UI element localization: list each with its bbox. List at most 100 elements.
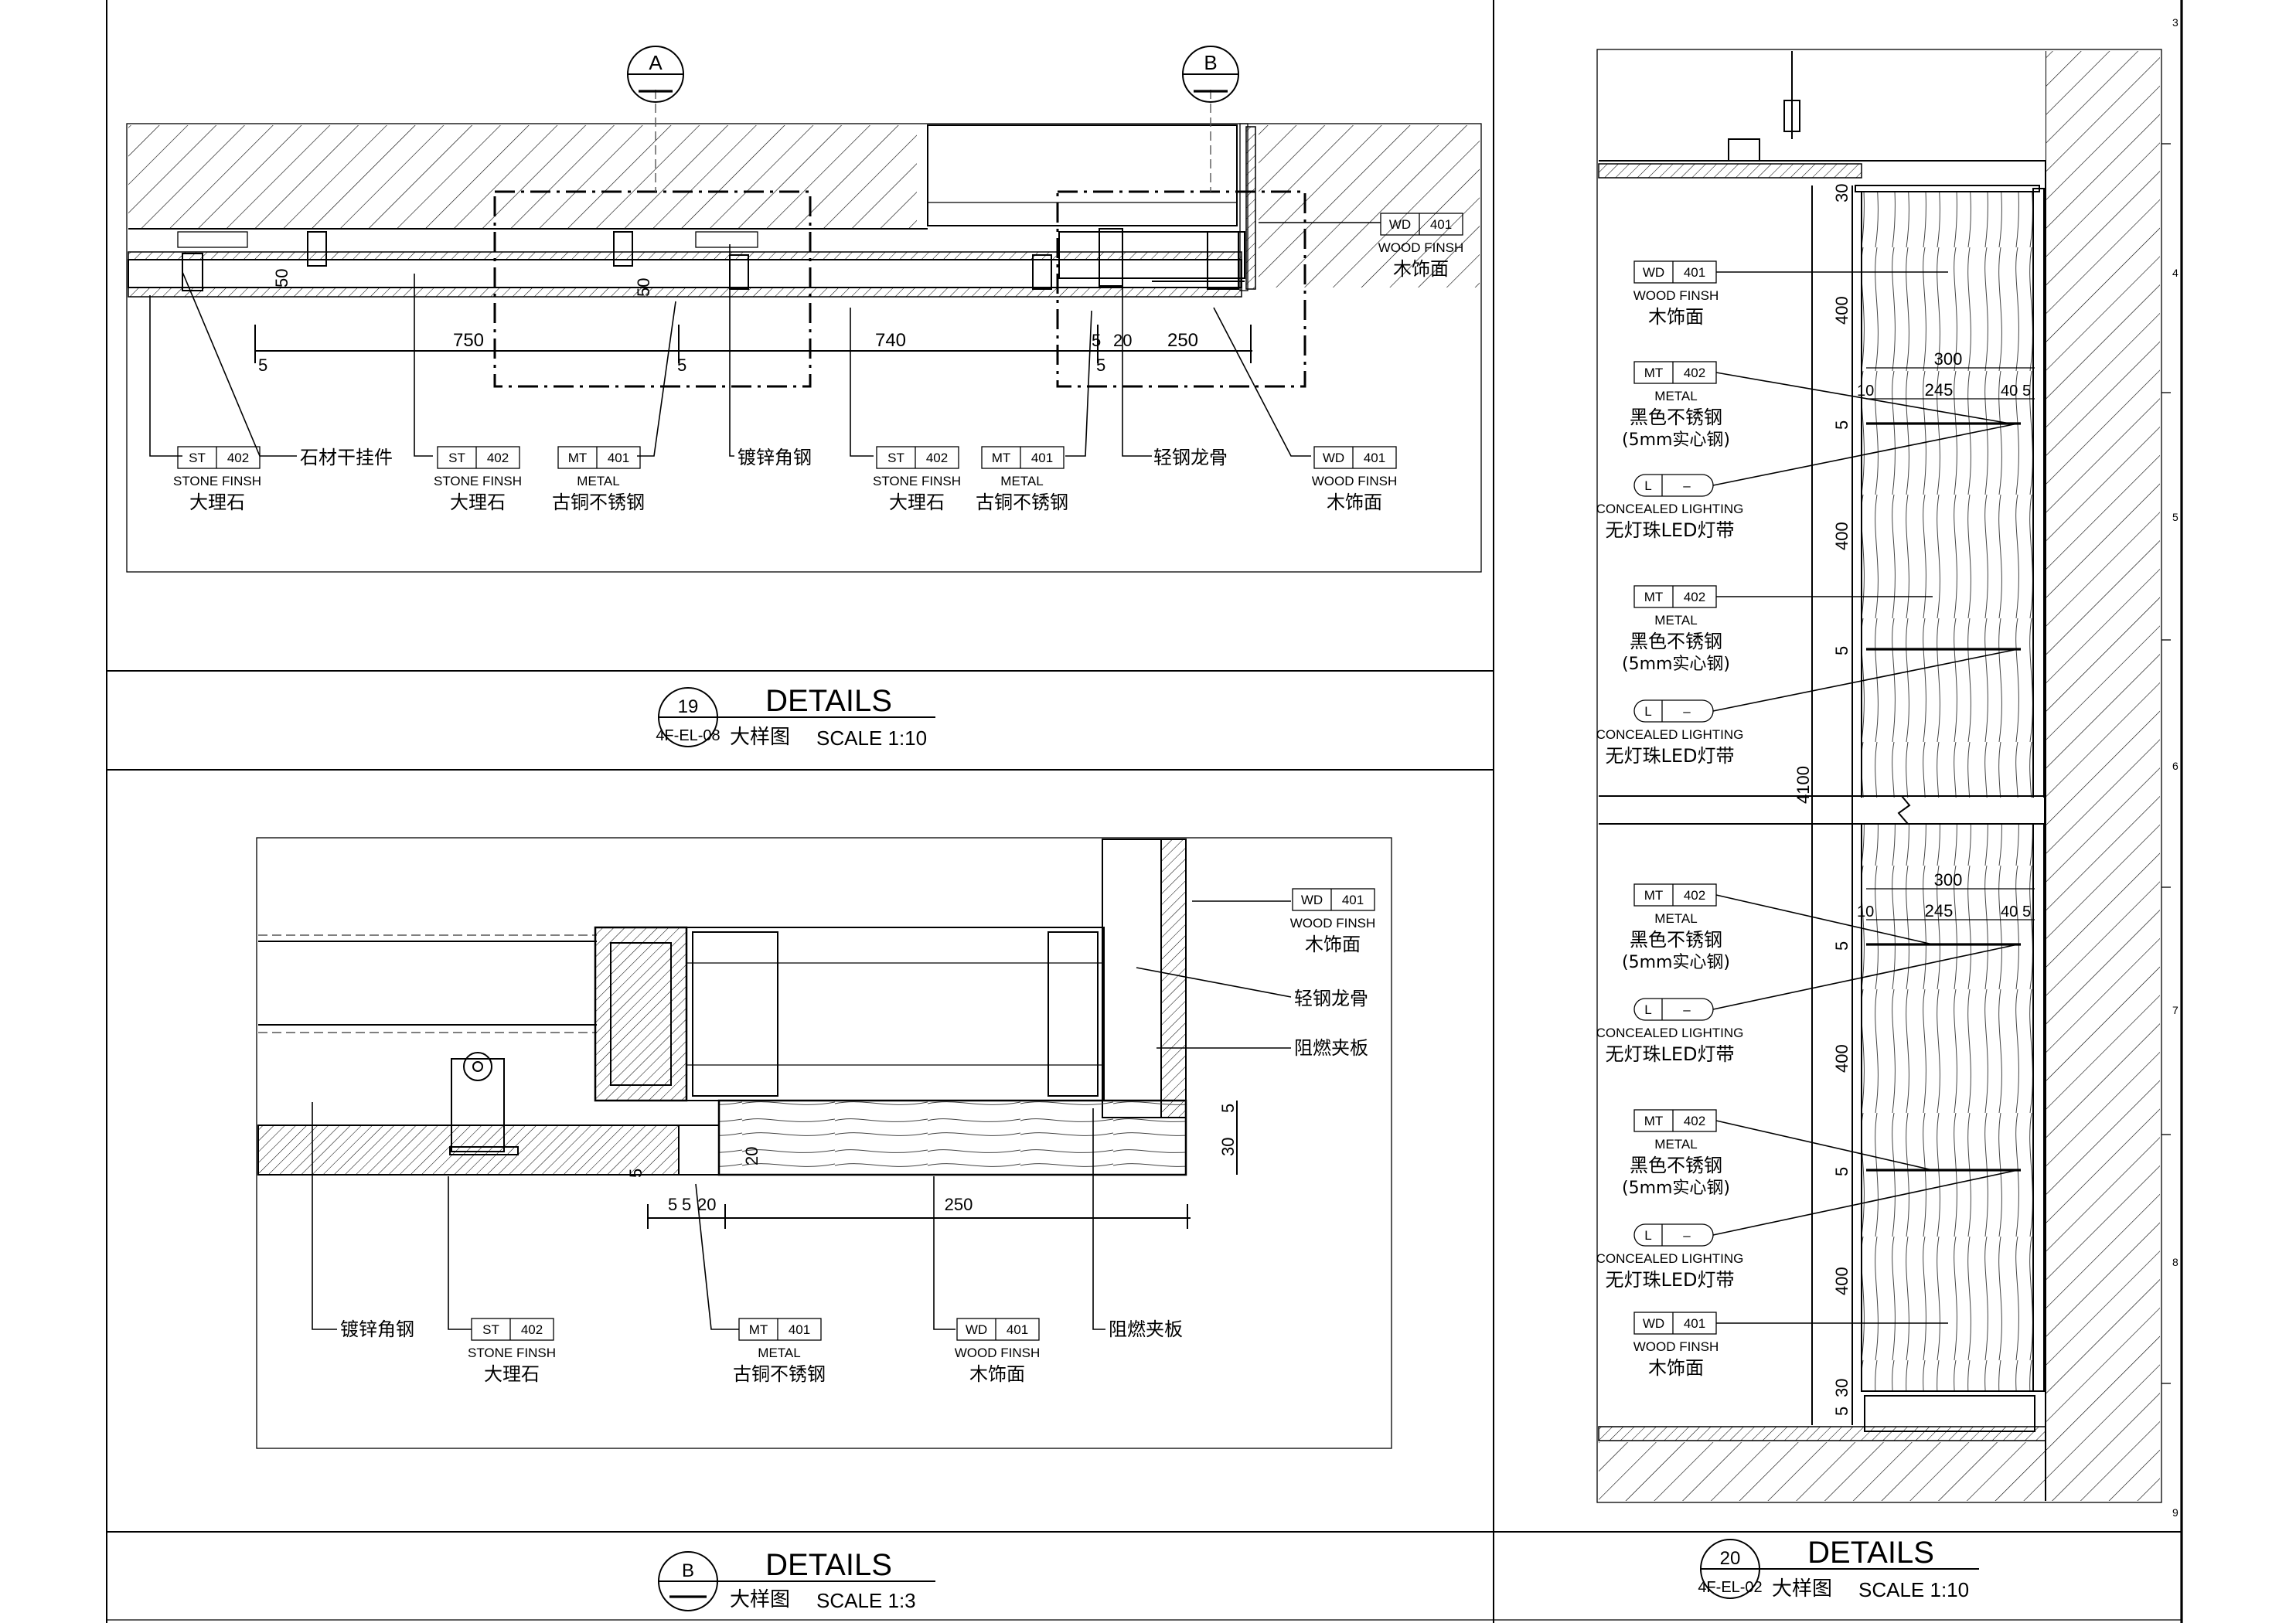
callout-en: STONE FINSH [468, 1346, 556, 1360]
dim-value: 10 [1857, 903, 1874, 920]
callout-code: MT [1644, 1114, 1664, 1128]
dim-value: 20 [742, 1147, 761, 1165]
callout-en: WOOD FINSH [1378, 240, 1464, 255]
callout-en: WOOD FINSH [1312, 474, 1398, 488]
callout-tag-metal-20b: MT 402 METAL 黑色不锈钢 (5mm实心钢) [1622, 585, 1730, 674]
callout-tag-wood-2: WD 401 WOOD FINSH 木饰面 [1378, 213, 1464, 280]
callout-num: – [1683, 1002, 1691, 1017]
leader-lines [1712, 271, 2018, 1324]
callout-cn: 无灯珠LED灯带 [1605, 1269, 1734, 1291]
callout-code: MT [992, 451, 1011, 465]
dim-value: 5 [2022, 903, 2031, 920]
callout-tag-metal-20a: MT 402 METAL 黑色不锈钢 (5mm实心钢) [1622, 361, 1730, 450]
dim-value: 740 [875, 330, 906, 351]
dim-value: 5 [1096, 356, 1105, 375]
callout-en: WOOD FINSH [955, 1346, 1041, 1360]
callout-en: METAL [1654, 911, 1697, 926]
sheet-ref: 4F-EL-02 [1698, 1579, 1762, 1596]
dim-value: 5 [682, 1195, 691, 1214]
callout-cn: 古铜不锈钢 [733, 1363, 826, 1385]
dim-value: 30 [1218, 1138, 1238, 1156]
callout-en: CONCEALED LIGHTING [1596, 1026, 1744, 1040]
dim-value: 400 [1832, 522, 1851, 550]
callout-tag-light-20c: L – CONCEALED LIGHTING 无灯珠LED灯带 [1596, 998, 1744, 1065]
section-marker-a: A [627, 46, 684, 103]
callout-cn: 木饰面 [1393, 258, 1449, 280]
callout-en: STONE FINSH [873, 474, 961, 488]
callout-num: 402 [926, 451, 948, 465]
detail-title: DETAILS [765, 1548, 892, 1582]
callout-code: L [1644, 1002, 1651, 1017]
callout-tag-stone-b: ST 402 STONE FINSH 大理石 [468, 1318, 556, 1385]
detail-subtitle: 大样图 [730, 726, 790, 749]
margin-number: 9 [2172, 1506, 2178, 1519]
dim-value: 50 [272, 269, 291, 288]
callout-en: METAL [1654, 1137, 1697, 1152]
dim-value: 4100 [1794, 766, 1813, 804]
dim-value: 30 [1832, 1379, 1851, 1397]
callout-en: METAL [577, 474, 619, 488]
concrete-wall [2046, 51, 2160, 1501]
callout-tag-metal-20d: MT 402 METAL 黑色不锈钢 (5mm实心钢) [1622, 1109, 1730, 1198]
detail-19-viewport [126, 123, 1482, 573]
callout-code: ST [189, 451, 206, 465]
dim-value: 40 [2001, 903, 2018, 920]
callout-cn: 木饰面 [969, 1363, 1025, 1385]
callout-num: 402 [1684, 366, 1705, 380]
callout-code: WD [1643, 1316, 1664, 1331]
callout-num: 402 [521, 1322, 543, 1337]
dim-value: 30 [1832, 184, 1851, 202]
dim-value: 300 [1934, 870, 1963, 890]
dim-value: 5 [2022, 383, 2031, 400]
callout-code: ST [887, 451, 904, 465]
margin-number: 3 [2172, 16, 2178, 29]
callout-cn: 大理石 [189, 492, 245, 513]
dim-value: 5 [1092, 331, 1101, 350]
leader-lines [149, 222, 1381, 457]
callout-cn: 木饰面 [1648, 306, 1704, 328]
callout-code: WD [1643, 265, 1664, 280]
wood-panel [1861, 188, 2034, 1392]
callout-num: 402 [227, 451, 249, 465]
detail-20: 4100 30 400 5 400 5 5 400 5 400 5 30 300… [1596, 49, 2162, 1601]
dim-value: 5 [668, 1195, 677, 1214]
dim-value: 50 [634, 278, 653, 297]
detail-subtitle: 大样图 [730, 1588, 790, 1611]
callout-num: 401 [1684, 265, 1705, 280]
margin-number: 6 [2172, 760, 2178, 772]
callout-cn: 黑色不锈钢 [1630, 407, 1722, 428]
section-marker-b: B [1182, 46, 1239, 103]
callout-code: MT [568, 451, 588, 465]
callout-num: 401 [1684, 1316, 1705, 1331]
margin-number: 5 [2172, 511, 2178, 523]
steel-rods [1866, 422, 2021, 1172]
detail-19: A B 750 740 250 20 5 5 5 5 50 50 [126, 46, 1482, 750]
margin-number: 8 [2172, 1256, 2178, 1268]
callout-en: CONCEALED LIGHTING [1596, 1251, 1744, 1266]
detail-b: 250 20 5 5 30 5 20 5 WD 401 WOOD FINSH [256, 837, 1392, 1612]
title-block-b: B DETAILS 大样图 SCALE 1:3 [658, 1548, 935, 1612]
dim-value: 750 [453, 330, 484, 351]
dim-value: 5 [677, 356, 686, 375]
callout-code: MT [749, 1322, 768, 1337]
detail-scale: SCALE 1:3 [816, 1589, 916, 1612]
stone-plank [257, 1125, 680, 1176]
callout-tag-wood-1: WD 401 WOOD FINSH 木饰面 [1312, 446, 1398, 513]
callout-num: 401 [608, 451, 629, 465]
detail-number: 19 [678, 696, 699, 717]
section-label: B [1204, 51, 1217, 74]
margin-number: 7 [2172, 1004, 2178, 1016]
dim-value: 250 [1167, 330, 1198, 351]
callout-code: L [1644, 478, 1651, 493]
callout-num: 402 [1684, 590, 1705, 604]
callout-cn: 无灯珠LED灯带 [1605, 1043, 1734, 1065]
callout-tag-light-20d: L – CONCEALED LIGHTING 无灯珠LED灯带 [1596, 1223, 1744, 1291]
callout-cn: 木饰面 [1648, 1357, 1704, 1379]
callout-tag-metal-2: MT 401 METAL 古铜不锈钢 [976, 446, 1068, 513]
callout-num: 402 [1684, 888, 1705, 903]
callout-cn: 古铜不锈钢 [552, 492, 645, 513]
callout-tag-stone-2: ST 402 STONE FINSH 大理石 [434, 446, 522, 513]
callout-en: METAL [1654, 613, 1697, 628]
callout-tag-metal-b: MT 401 METAL 古铜不锈钢 [733, 1318, 826, 1385]
